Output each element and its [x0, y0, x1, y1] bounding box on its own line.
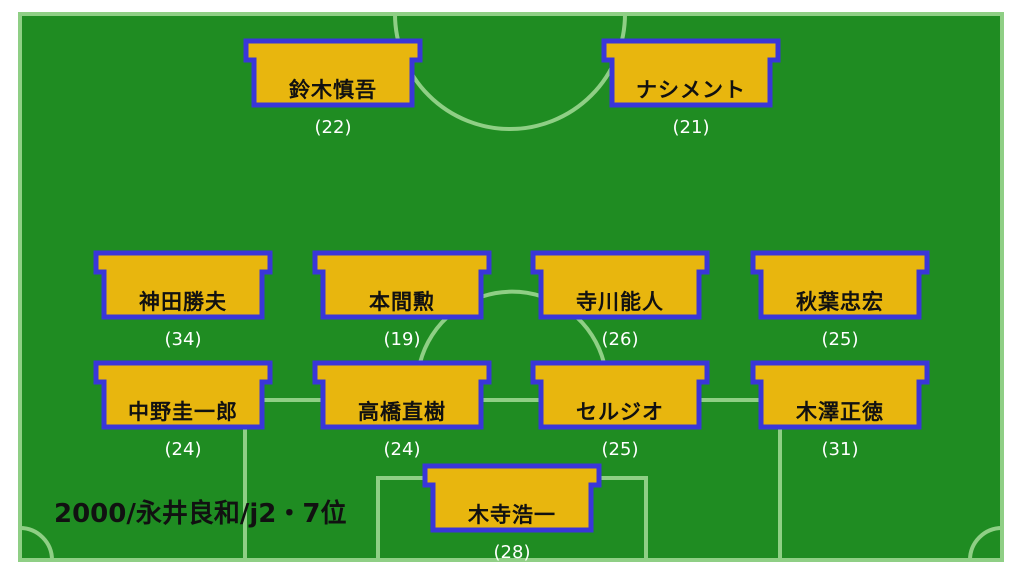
shirt-icon	[93, 250, 273, 320]
player-name: 秋葉忠宏	[796, 290, 884, 314]
corner-arc-left	[19, 526, 54, 561]
player-name: セルジオ	[576, 400, 664, 424]
shirt-icon	[601, 38, 781, 108]
shirt-icon	[312, 360, 492, 430]
shirt-icon	[750, 360, 930, 430]
player-age: (24)	[164, 439, 202, 460]
player-age: (25)	[821, 329, 859, 350]
player-name: 神田勝夫	[139, 290, 227, 314]
shirt-icon	[530, 360, 710, 430]
player-name: ナシメント	[636, 78, 746, 102]
shirt-icon	[422, 463, 602, 533]
player-age: (25)	[601, 439, 639, 460]
player-name: 鈴木慎吾	[289, 78, 377, 102]
player-card: 秋葉忠宏 (25)	[750, 250, 930, 360]
shirt-icon	[93, 360, 273, 430]
player-age: (31)	[821, 439, 859, 460]
player-name: 寺川能人	[576, 290, 664, 314]
player-card: 高橋直樹 (24)	[312, 360, 492, 470]
player-age: (34)	[164, 329, 202, 350]
player-card: 鈴木慎吾 (22)	[243, 38, 423, 148]
season-caption: 2000/永井良和/j2・7位	[54, 499, 347, 529]
shirt-icon	[243, 38, 423, 108]
shirt-icon	[750, 250, 930, 320]
shirt-icon	[312, 250, 492, 320]
shirt-icon	[530, 250, 710, 320]
player-age: (24)	[383, 439, 421, 460]
penalty-arc	[418, 289, 606, 364]
player-card: 中野圭一郎 (24)	[93, 360, 273, 470]
corner-arc-right	[968, 526, 1003, 561]
player-card: セルジオ (25)	[530, 360, 710, 470]
player-age: (28)	[493, 542, 531, 563]
player-card: 木寺浩一 (28)	[422, 463, 602, 573]
player-card: ナシメント (21)	[601, 38, 781, 148]
player-card: 木澤正徳 (31)	[750, 360, 930, 470]
player-age: (19)	[383, 329, 421, 350]
player-age: (26)	[601, 329, 639, 350]
player-card: 神田勝夫 (34)	[93, 250, 273, 360]
player-card: 本間勲 (19)	[312, 250, 492, 360]
player-name: 本間勲	[369, 290, 435, 314]
penalty-box	[243, 398, 782, 560]
player-name: 中野圭一郎	[128, 400, 238, 424]
player-age: (21)	[672, 117, 710, 138]
player-name: 木寺浩一	[468, 503, 556, 527]
player-age: (22)	[314, 117, 352, 138]
player-name: 高橋直樹	[358, 400, 446, 424]
player-card: 寺川能人 (26)	[530, 250, 710, 360]
player-name: 木澤正徳	[796, 400, 884, 424]
